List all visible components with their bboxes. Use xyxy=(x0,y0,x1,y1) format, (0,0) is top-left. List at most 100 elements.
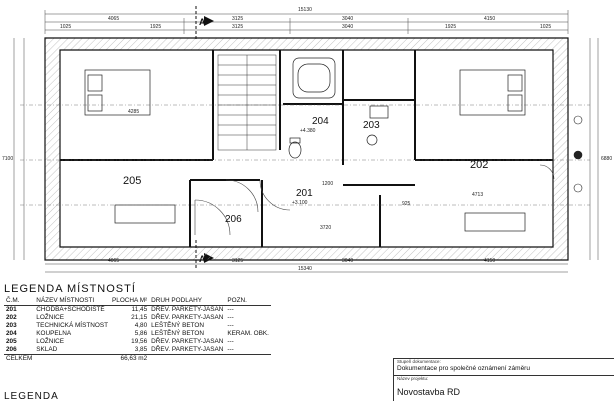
room-area: 19,56 xyxy=(131,338,148,345)
room-number-202: 202 xyxy=(470,159,488,171)
dim-top-4: 4150 xyxy=(484,16,495,22)
legend-title: LEGENDA MÍSTNOSTÍ xyxy=(4,283,136,295)
room-floor: LEŠTĚNÝ BETON xyxy=(151,322,204,329)
dim-inner: 3720 xyxy=(320,225,331,231)
legend2-title: LEGENDA xyxy=(4,391,59,402)
table-row: 201 CHODBA+SCHODIŠTĚ 11,45 DŘEV. PARKETY… xyxy=(4,306,271,315)
axis-lines xyxy=(20,104,590,206)
dim-bottom-1: 4065 xyxy=(108,258,119,264)
room-floor: LEŠTĚNÝ BETON xyxy=(151,330,204,337)
room-floor: DŘEV. PARKETY-JASAN xyxy=(151,306,224,313)
dim-inner: 4713 xyxy=(472,192,483,198)
overall-dim-bottom: 15340 xyxy=(298,266,312,272)
dim-side-right: 6880 xyxy=(601,156,612,162)
dim-top-1: 4065 xyxy=(108,16,119,22)
door-swings xyxy=(194,164,555,236)
dim-inner: 1200 xyxy=(322,181,333,187)
bathtub-icon xyxy=(292,57,336,99)
room-area: 3,85 xyxy=(134,346,148,353)
project-label: Název projektu: xyxy=(397,376,429,381)
desk-icon xyxy=(114,204,526,232)
col-header: DRUH PODLAHY xyxy=(149,297,226,306)
table-row: 202 LOŽNICE 21,15 DŘEV. PARKETY-JASAN --… xyxy=(4,314,271,322)
bed-icon xyxy=(459,69,526,116)
room-area: 21,15 xyxy=(131,314,148,321)
dim-top-row2-6: 1025 xyxy=(540,24,551,30)
room-name: LOŽNICE xyxy=(36,314,64,321)
dim-top-3: 3040 xyxy=(342,16,353,22)
title-block-project: Název projektu: Novostavba RD xyxy=(394,376,614,401)
top-dimensions xyxy=(44,10,569,34)
room-no: 201 xyxy=(6,306,17,313)
room-legend-table: Č.M. NÁZEV MÍSTNOSTI PLOCHA M² DRUH PODL… xyxy=(4,297,271,363)
title-block-stage: Stupeň dokumentace: Dokumentace pro spol… xyxy=(394,359,614,376)
title-block: Stupeň dokumentace: Dokumentace pro spol… xyxy=(393,358,614,401)
room-note: KERAM. OBK. xyxy=(227,330,269,337)
room-area: 4,80 xyxy=(134,322,148,329)
stage-label: Stupeň dokumentace: xyxy=(397,359,441,364)
room-number-204: 204 xyxy=(312,116,329,127)
room-note: --- xyxy=(227,322,234,329)
room-number-205: 205 xyxy=(123,175,141,187)
toilet-icon xyxy=(288,137,302,159)
room-no: 206 xyxy=(6,346,17,353)
dim-top-row2-5: 1925 xyxy=(445,24,456,30)
level-note: +4.380 xyxy=(300,128,316,134)
bed-icon xyxy=(84,69,151,116)
table-row: 203 TECHNICKÁ MÍSTNOST 4,80 LEŠTĚNÝ BETO… xyxy=(4,322,271,330)
total-label: CELKEM xyxy=(4,354,35,363)
room-number-201: 201 xyxy=(296,188,313,199)
electrical-symbols xyxy=(573,115,583,193)
table-header-row: Č.M. NÁZEV MÍSTNOSTI PLOCHA M² DRUH PODL… xyxy=(4,297,271,306)
table-row: 205 LOŽNICE 19,56 DŘEV. PARKETY-JASAN --… xyxy=(4,338,271,346)
project-value: Novostavba RD xyxy=(397,387,461,397)
table-row: 206 SKLAD 3,85 DŘEV. PARKETY-JASAN --- xyxy=(4,346,271,355)
room-name: CHODBA+SCHODIŠTĚ xyxy=(36,306,105,313)
room-note: --- xyxy=(227,346,234,353)
room-name: LOŽNICE xyxy=(36,338,64,345)
room-note: --- xyxy=(227,338,234,345)
room-area: 5,86 xyxy=(134,330,148,337)
dim-inner: 925 xyxy=(402,201,411,207)
dim-top-row2-3: 3125 xyxy=(232,24,243,30)
room-floor: DŘEV. PARKETY-JASAN xyxy=(151,346,224,353)
col-header: Č.M. xyxy=(4,297,35,306)
side-dimensions xyxy=(13,38,599,260)
room-number-203: 203 xyxy=(363,120,380,131)
stage-value: Dokumentace pro společné oznámení záměru xyxy=(397,365,530,372)
level-note: +3.100 xyxy=(292,200,308,206)
interior-walls xyxy=(60,50,553,247)
room-number-206: 206 xyxy=(225,214,242,225)
dim-top-row2-1: 1025 xyxy=(60,24,71,30)
dim-bottom-4: 4150 xyxy=(484,258,495,264)
room-note: --- xyxy=(227,314,234,321)
dim-top-2: 3125 xyxy=(232,16,243,22)
room-area: 11,45 xyxy=(131,306,148,313)
dim-top-row2-4: 3040 xyxy=(342,24,353,30)
section-label-top: A xyxy=(199,17,206,27)
room-name: KOUPELNA xyxy=(36,330,72,337)
exterior-walls xyxy=(44,37,569,261)
overall-dim-top: 15130 xyxy=(298,7,312,13)
dim-bottom-2: 3125 xyxy=(232,258,243,264)
room-note: --- xyxy=(227,306,234,313)
room-no: 202 xyxy=(6,314,17,321)
section-marker-top: A xyxy=(195,6,214,40)
col-header: PLOCHA M² xyxy=(110,297,150,306)
sink-icon xyxy=(366,105,389,146)
room-no: 203 xyxy=(6,322,17,329)
bottom-dimensions xyxy=(45,263,568,273)
room-name: SKLAD xyxy=(36,346,58,353)
table-row: 204 KOUPELNA 5,86 LEŠTĚNÝ BETON KERAM. O… xyxy=(4,330,271,338)
staircase xyxy=(217,54,277,151)
dim-bottom-3: 3040 xyxy=(342,258,353,264)
dim-side-left: 7100 xyxy=(2,156,13,162)
room-no: 205 xyxy=(6,338,17,345)
col-header: NÁZEV MÍSTNOSTI xyxy=(34,297,111,306)
room-name: TECHNICKÁ MÍSTNOST xyxy=(36,322,109,329)
col-header: POZN. xyxy=(225,297,271,306)
dim-inner: 4285 xyxy=(128,109,139,115)
room-floor: DŘEV. PARKETY-JASAN xyxy=(151,314,224,321)
total-row: CELKEM 66,63 m2 xyxy=(4,354,271,363)
